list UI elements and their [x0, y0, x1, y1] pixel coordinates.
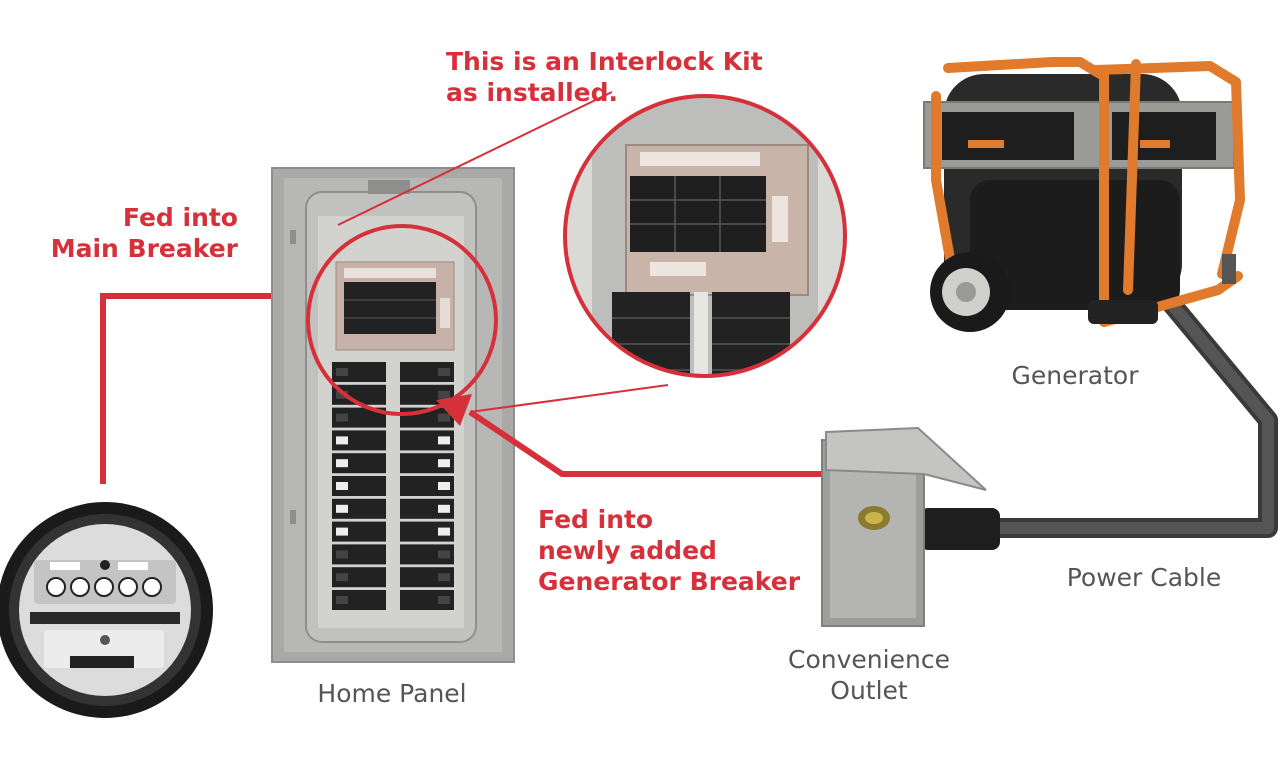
power-cable-icon: [920, 283, 1278, 550]
generator-breaker-callout-line2: newly added: [538, 536, 717, 565]
branch-breaker-left-switch: [336, 413, 348, 422]
interlock-zoom-icon: [563, 94, 847, 378]
branch-breaker-right: [400, 544, 454, 565]
branch-breaker-left: [332, 476, 386, 496]
branch-breaker-right: [400, 476, 454, 496]
interlock-callout: This is an Interlock Kit as installed.: [446, 46, 766, 108]
branch-breaker-left-switch: [336, 573, 348, 582]
branch-breaker-left-switch: [336, 368, 348, 376]
branch-breaker-left-switch: [336, 596, 348, 604]
branch-breaker-right: [400, 453, 454, 474]
branch-breaker-right: [400, 590, 454, 610]
convenience-outlet-label-line2: Outlet: [830, 676, 908, 705]
generator-icon: [923, 57, 1245, 332]
branch-breaker-right-switch: [438, 550, 450, 559]
home-panel-label: Home Panel: [317, 679, 467, 708]
branch-breaker-left: [332, 407, 386, 428]
branch-breaker-left-switch: [336, 504, 348, 513]
branch-breaker-right-switch: [438, 413, 450, 422]
branch-breaker-right-switch: [438, 596, 450, 604]
branch-breaker-left: [332, 430, 386, 451]
branch-breaker-left: [332, 544, 386, 565]
main-breaker-callout-line2: Main Breaker: [50, 234, 238, 263]
interlock-callout-line2: as installed.: [446, 78, 619, 107]
branch-breaker-left: [332, 362, 386, 382]
convenience-outlet-icon: [821, 426, 987, 627]
branch-breaker-right: [400, 430, 454, 451]
branch-breaker-left-switch: [336, 527, 348, 536]
branch-breaker-right: [400, 362, 454, 382]
interlock-callout-line1: This is an Interlock Kit: [446, 47, 763, 76]
main-breaker-callout: Fed into Main Breaker: [20, 202, 238, 264]
generator-breaker-callout-line3: Generator Breaker: [538, 567, 801, 596]
branch-breaker-right: [400, 567, 454, 588]
branch-breaker-left: [332, 521, 386, 542]
branch-breaker-left-switch: [336, 550, 348, 559]
convenience-outlet-label: Convenience Outlet: [766, 644, 972, 706]
branch-breaker-right-switch: [438, 527, 450, 536]
branch-breaker-right-switch: [438, 482, 450, 490]
branch-breaker-right-switch: [438, 436, 450, 445]
generator-feed-arrow: [436, 394, 822, 477]
generator-breaker-callout: Fed into newly added Generator Breaker: [538, 504, 828, 597]
branch-breaker-left: [332, 384, 386, 405]
electric-meter-icon: [0, 502, 213, 718]
branch-breaker-left: [332, 498, 386, 519]
branch-breaker-right-switch: [438, 368, 450, 376]
branch-breaker-left: [332, 453, 386, 474]
branch-breaker-left: [332, 567, 386, 588]
branch-breaker-right-switch: [438, 504, 450, 513]
branch-breaker-right: [400, 498, 454, 519]
branch-breaker-right-switch: [438, 459, 450, 468]
generator-breaker-callout-line1: Fed into: [538, 505, 654, 534]
generator-label: Generator: [1011, 361, 1139, 390]
branch-breaker-right-switch: [438, 390, 450, 399]
main-breaker-callout-line1: Fed into: [122, 203, 238, 232]
power-cable-label: Power Cable: [1066, 563, 1222, 592]
branch-breaker-left: [332, 590, 386, 610]
convenience-outlet-label-line1: Convenience: [788, 645, 950, 674]
branch-breaker-right: [400, 521, 454, 542]
zoom-connector: [337, 91, 669, 413]
branch-breaker-left-switch: [336, 482, 348, 490]
branch-breaker-right-switch: [438, 573, 450, 582]
branch-breaker-left-switch: [336, 459, 348, 468]
branch-breaker-left-switch: [336, 436, 348, 445]
interlock-highlight-circle: [306, 224, 498, 416]
